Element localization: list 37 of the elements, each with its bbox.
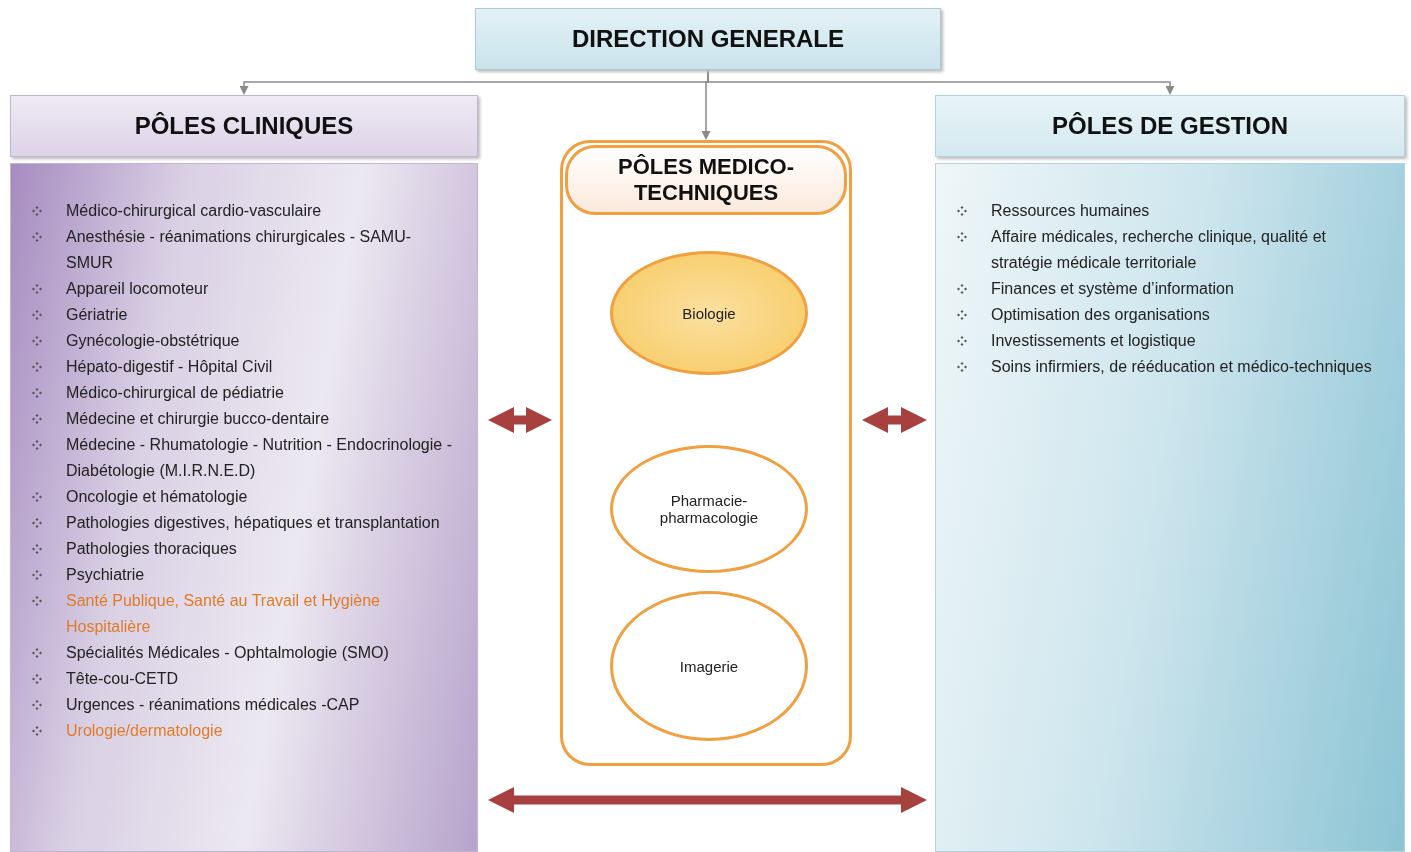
list-item: Médico-chirurgical de pédiatrie — [66, 383, 285, 403]
list-item: Appareil locomoteur — [66, 279, 210, 299]
list-item: Finances et système d’information — [991, 279, 1235, 299]
group-frame — [560, 140, 852, 766]
list-panel — [10, 163, 478, 852]
double-arrow — [488, 787, 927, 813]
list-item: Gynécologie-obstétrique — [66, 331, 241, 351]
list-item: Soins infirmiers, de rééducation et médico-techniques — [991, 357, 1373, 377]
list-item: Pathologies thoraciques — [66, 539, 238, 559]
list-item: Tête-cou-CETD — [66, 669, 180, 689]
list-item: Gériatrie — [66, 305, 129, 325]
list-item: Oncologie et hématologie — [66, 487, 249, 507]
group-title: PÔLES MEDICO-TECHNIQUES — [565, 145, 847, 215]
list-item: Optimisation des organisations — [991, 305, 1211, 325]
double-arrow — [862, 407, 927, 433]
list-item: Psychiatrie — [66, 565, 146, 585]
title-box: DIRECTION GENERALE — [475, 8, 941, 70]
list-item: Santé Publique, Santé au Travail et Hygiène Hospitalière — [66, 591, 381, 637]
list-item: Hépato-digestif - Hôpital Civil — [66, 357, 274, 377]
list-item: Médecine et chirurgie bucco-dentaire — [66, 409, 331, 429]
list-item: Urologie/dermatologie — [66, 721, 224, 741]
list-panel — [935, 163, 1405, 852]
list-item: Ressources humaines — [991, 201, 1151, 221]
ellipse-node: Biologie — [610, 251, 808, 375]
header-box: PÔLES CLINIQUES — [10, 95, 478, 157]
list-item: Médecine - Rhumatologie - Nutrition - Endocrinologie - Diabétologie (M.I.R.N.E.D) — [66, 435, 453, 481]
list-item: Médico-chirurgical cardio-vasculaire — [66, 201, 323, 221]
list-item: Investissements et logistique — [991, 331, 1197, 351]
double-arrow — [488, 407, 552, 433]
ellipse-node: Pharmacie-pharmacologie — [610, 445, 808, 573]
list-item: Urgences - réanimations médicales -CAP — [66, 695, 361, 715]
list-item: Anesthésie - réanimations chirurgicales - SAMU-SMUR — [66, 227, 412, 273]
list-item: Pathologies digestives, hépatiques et transplantation — [66, 513, 441, 533]
list-item: Spécialités Médicales - Ophtalmologie (SMO) — [66, 643, 390, 663]
header-box: PÔLES DE GESTION — [935, 95, 1405, 157]
list-item: Affaire médicales, recherche clinique, qualité et stratégie médicale territoriale — [991, 227, 1327, 273]
ellipse-node: Imagerie — [610, 591, 808, 741]
